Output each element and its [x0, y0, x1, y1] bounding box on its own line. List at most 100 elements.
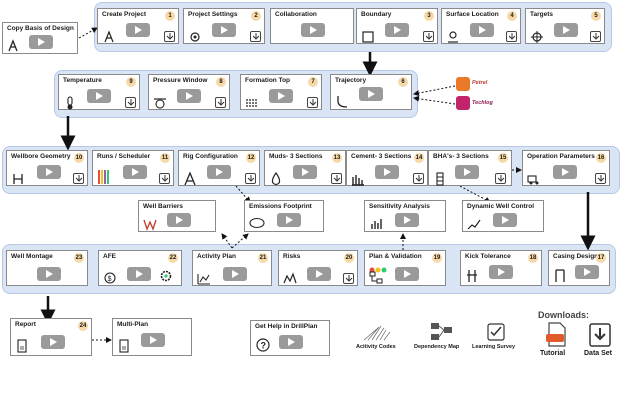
tutorial-label[interactable]: Tutorial: [540, 350, 566, 357]
card-cement-3-sections[interactable]: Cement- 3 Sections 14: [346, 150, 428, 186]
card-afe[interactable]: AFE 22 $: [98, 250, 182, 286]
play-button[interactable]: [29, 35, 53, 49]
svg-text:$: $: [108, 276, 112, 283]
card-multi-plan[interactable]: Multi-Plan: [112, 318, 192, 356]
download-icon[interactable]: [215, 97, 226, 108]
play-button[interactable]: [279, 335, 303, 349]
play-button[interactable]: [277, 213, 301, 227]
play-button[interactable]: [167, 213, 191, 227]
play-button[interactable]: [359, 87, 383, 101]
card-report[interactable]: Report 24: [10, 318, 92, 356]
card-rig-configuration[interactable]: Rig Configuration 12: [178, 150, 260, 186]
techlog-label: Techlog: [472, 100, 493, 106]
learning-survey-label[interactable]: Learning Survey: [472, 344, 516, 350]
play-button[interactable]: [553, 165, 577, 179]
card-casing-design[interactable]: Casing Design 17: [548, 250, 610, 286]
play-button[interactable]: [470, 23, 494, 37]
download-icon[interactable]: [159, 173, 170, 184]
card-wellbore-geometry[interactable]: Wellbore Geometry 10: [6, 150, 88, 186]
card-title: Targets: [530, 11, 553, 18]
play-button[interactable]: [395, 213, 419, 227]
play-button[interactable]: [207, 165, 231, 179]
play-button[interactable]: [375, 165, 399, 179]
download-icon[interactable]: [343, 273, 354, 284]
step-number-badge: 11: [160, 153, 170, 163]
card-activity-plan[interactable]: Activity Plan 21: [192, 250, 272, 286]
play-button[interactable]: [385, 23, 409, 37]
play-button[interactable]: [575, 265, 599, 279]
play-button[interactable]: [127, 267, 151, 281]
card-surface-location[interactable]: Surface Location 4: [441, 8, 521, 44]
card-bhas-3-sections[interactable]: BHA's- 3 Sections 15: [428, 150, 512, 186]
play-button[interactable]: [141, 333, 165, 347]
play-button[interactable]: [455, 165, 479, 179]
card-muds-3-sections[interactable]: Muds- 3 Sections 13: [264, 150, 346, 186]
play-button[interactable]: [489, 265, 513, 279]
download-icon[interactable]: [495, 173, 506, 184]
card-runs-scheduler[interactable]: Runs / Scheduler 11: [92, 150, 174, 186]
card-risks[interactable]: Risks 20: [278, 250, 358, 286]
play-button[interactable]: [293, 165, 317, 179]
card-sensitivity-analysis[interactable]: Sensitivity Analysis: [364, 200, 446, 232]
download-icon[interactable]: [590, 31, 601, 42]
play-button[interactable]: [223, 267, 247, 281]
card-title: Surface Location: [446, 11, 499, 18]
card-kick-tolerance[interactable]: Kick Tolerance 18: [460, 250, 542, 286]
card-project-settings[interactable]: Project Settings 2: [183, 8, 265, 44]
card-boundary[interactable]: Boundary 3: [356, 8, 438, 44]
data-set-download-icon[interactable]: [588, 322, 612, 348]
play-button[interactable]: [41, 335, 65, 349]
data-set-label[interactable]: Data Set: [584, 350, 613, 357]
play-button[interactable]: [37, 165, 61, 179]
download-icon[interactable]: [307, 97, 318, 108]
play-button[interactable]: [301, 23, 325, 37]
play-button[interactable]: [37, 267, 61, 281]
download-icon[interactable]: [250, 31, 261, 42]
download-icon[interactable]: [595, 173, 606, 184]
card-formation-top[interactable]: Formation Top 7: [240, 74, 322, 110]
play-button[interactable]: [123, 165, 147, 179]
play-button[interactable]: [126, 23, 150, 37]
card-title: Activity Plan: [197, 253, 237, 260]
card-operation-parameters[interactable]: Operation Parameters 16: [522, 150, 610, 186]
play-button[interactable]: [177, 89, 201, 103]
dependency-map-label[interactable]: Dependency Map: [414, 344, 460, 350]
bha-tool-icon: [433, 172, 447, 186]
card-get-help[interactable]: Get Help in DrillPlan ?: [250, 320, 330, 356]
card-well-montage[interactable]: Well Montage 23: [6, 250, 88, 286]
play-button[interactable]: [307, 267, 331, 281]
tutorial-file-icon[interactable]: [544, 322, 568, 348]
activity-codes-icon[interactable]: [362, 322, 396, 342]
play-button[interactable]: [212, 23, 236, 37]
card-well-barriers[interactable]: Well Barriers: [138, 200, 216, 232]
card-emissions-footprint[interactable]: Emissions Footprint: [244, 200, 324, 232]
download-icon[interactable]: [423, 31, 434, 42]
download-icon[interactable]: [73, 173, 84, 184]
activity-codes-label[interactable]: Acitivity Codes: [356, 344, 396, 350]
play-button[interactable]: [395, 267, 419, 281]
card-title: Cement- 3 Sections: [351, 153, 412, 160]
download-icon[interactable]: [506, 31, 517, 42]
download-icon[interactable]: [331, 173, 342, 184]
card-plan-validation[interactable]: Plan & Validation 19: [364, 250, 446, 286]
play-button[interactable]: [493, 213, 517, 227]
play-button[interactable]: [87, 89, 111, 103]
card-trajectory[interactable]: Trajectory 6: [330, 74, 412, 110]
dependency-map-icon[interactable]: [430, 322, 454, 342]
card-copy-basis-of-design[interactable]: Copy Basis of Design: [2, 22, 78, 54]
card-dynamic-well-control[interactable]: Dynamic Well Control: [462, 200, 544, 232]
card-targets[interactable]: Targets 5: [525, 8, 605, 44]
techlog-logo-icon: [456, 96, 470, 110]
play-button[interactable]: [269, 89, 293, 103]
play-button[interactable]: [554, 23, 578, 37]
card-temperature[interactable]: Temperature 9: [58, 74, 140, 110]
step-number-badge: 10: [74, 153, 84, 163]
card-collaboration[interactable]: Collaboration: [270, 8, 354, 44]
card-pressure-window[interactable]: Pressure Window 8: [148, 74, 230, 110]
learning-survey-icon[interactable]: [486, 322, 506, 342]
download-icon[interactable]: [164, 31, 175, 42]
card-create-project[interactable]: Create Project 1: [97, 8, 179, 44]
download-icon[interactable]: [413, 173, 424, 184]
download-icon[interactable]: [125, 97, 136, 108]
download-icon[interactable]: [245, 173, 256, 184]
